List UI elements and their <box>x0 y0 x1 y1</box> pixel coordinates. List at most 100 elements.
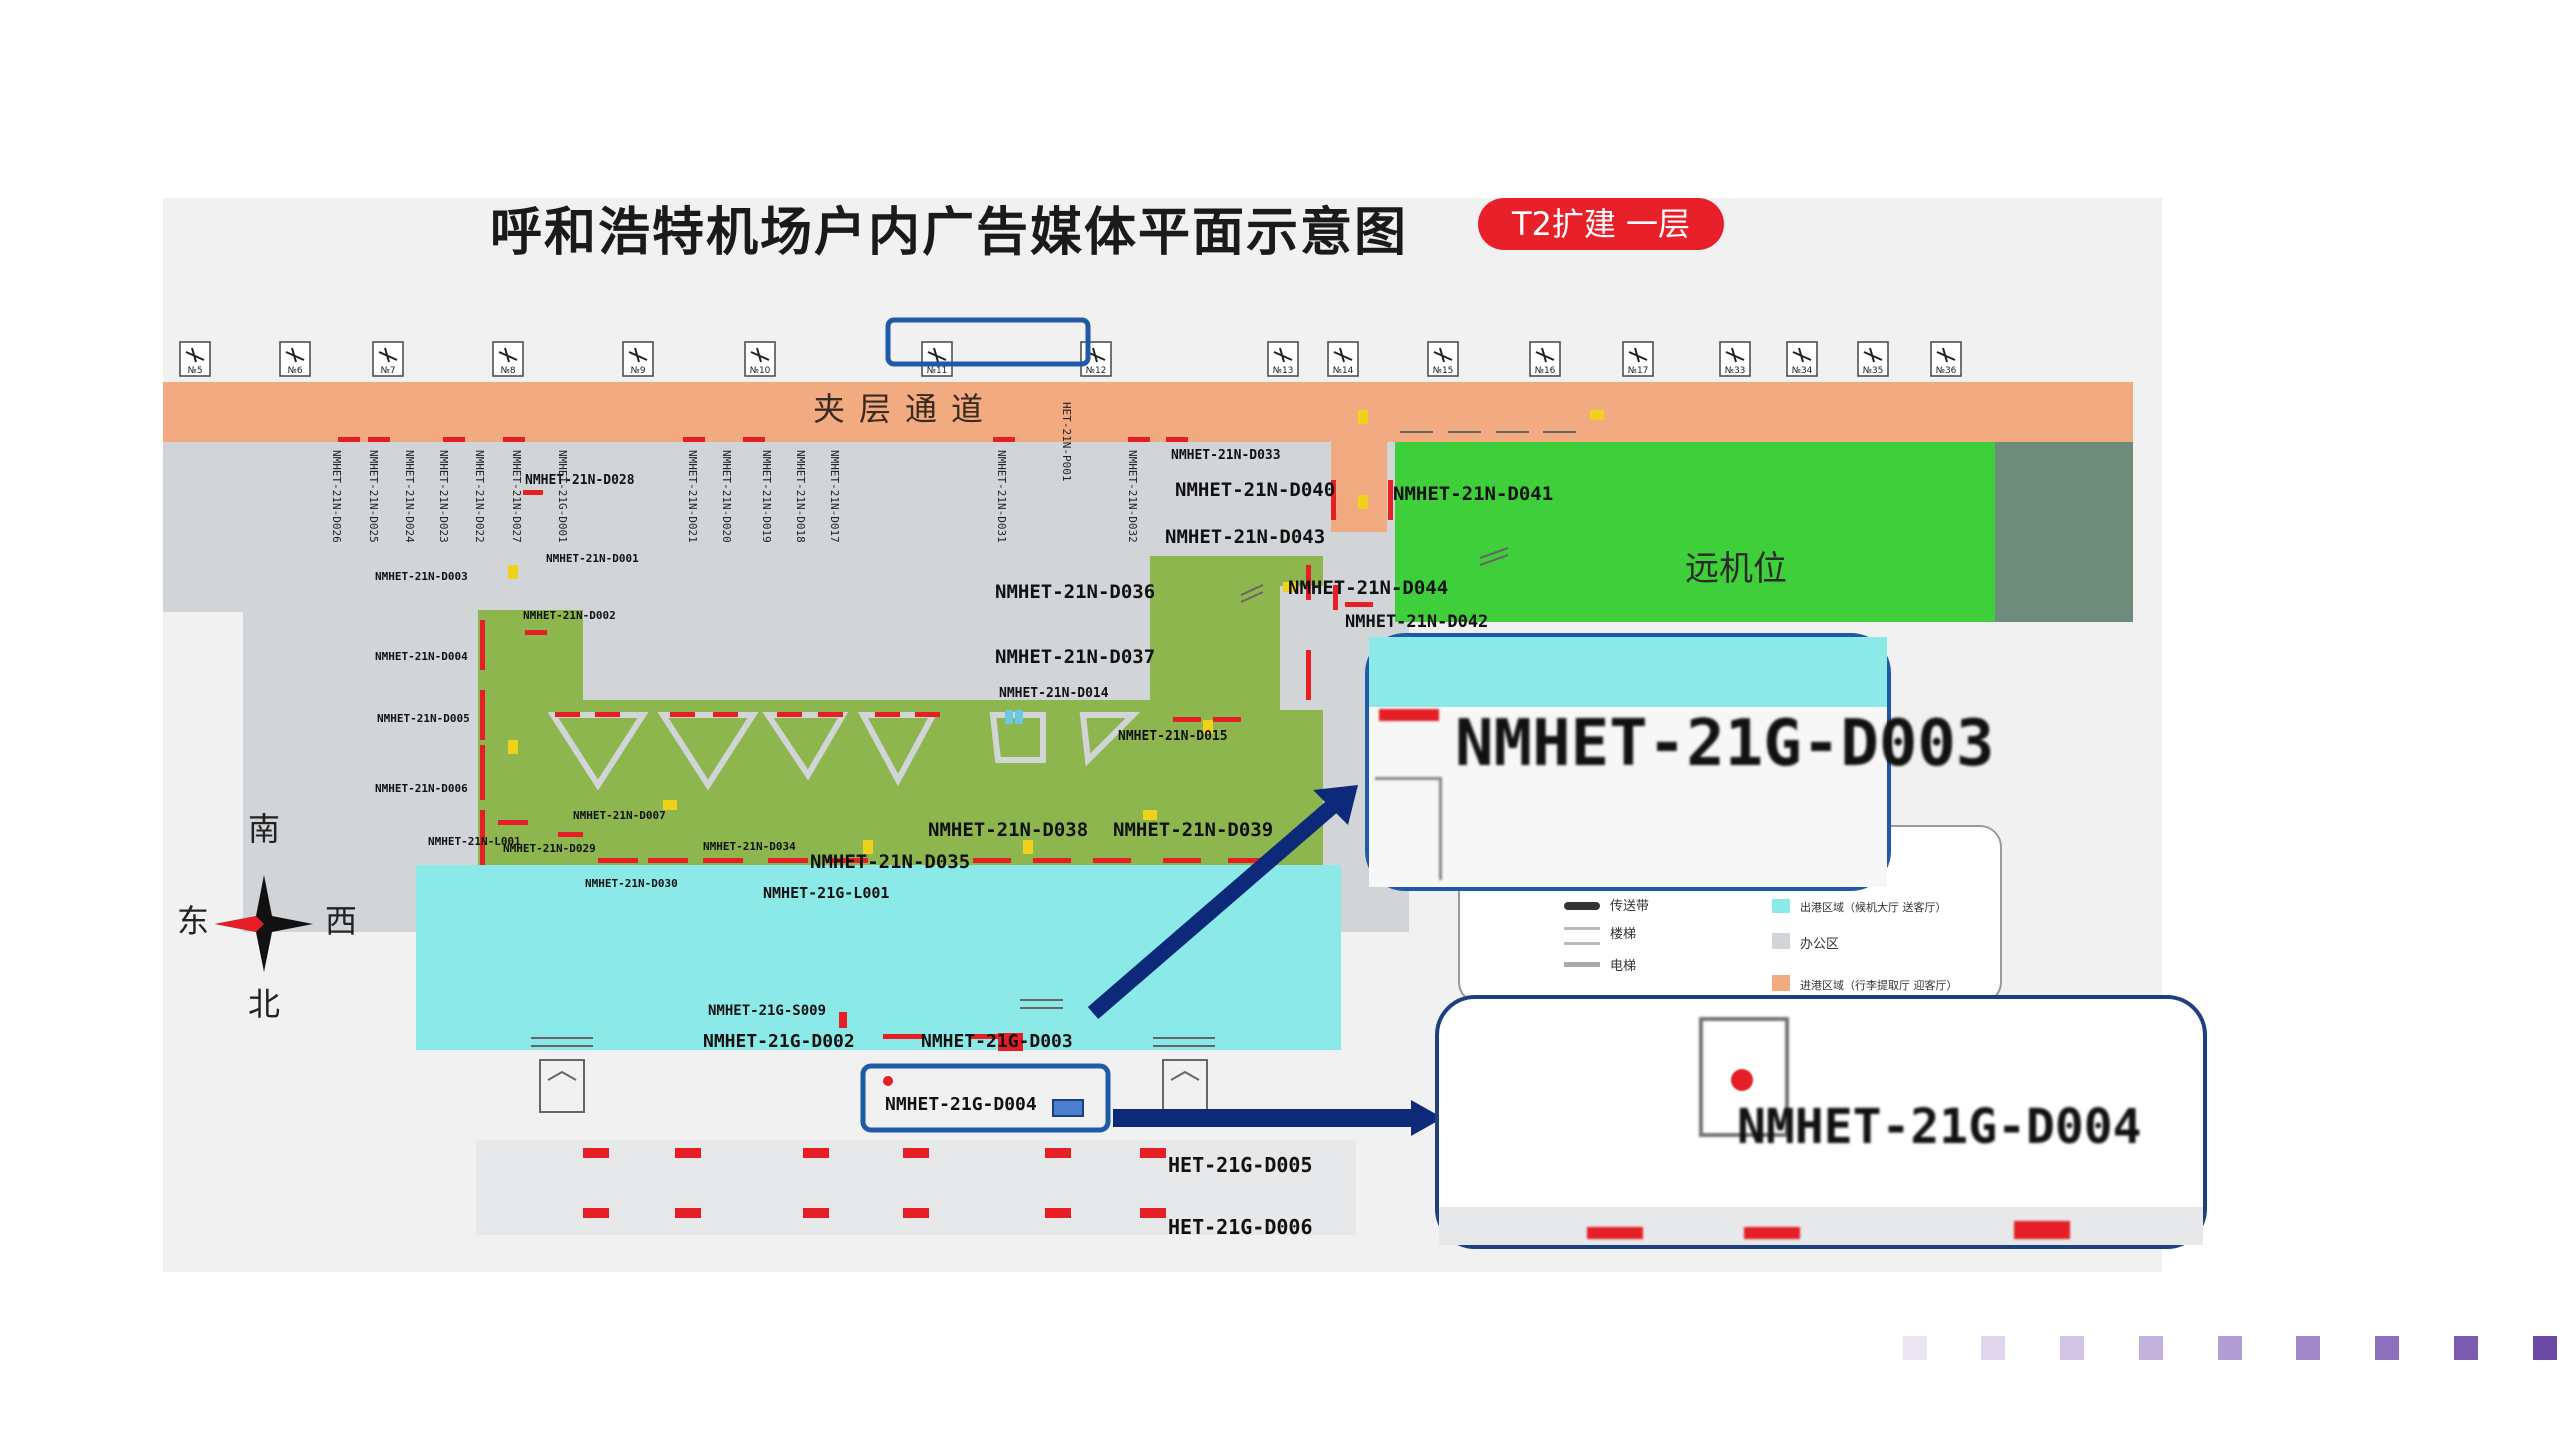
label-g003: NMHET-21G-D003 <box>921 1031 1073 1052</box>
gate-label: №35 <box>1863 366 1884 376</box>
remote-stand-label: 远机位 <box>1685 549 1787 589</box>
label-d033: NMHET-21N-D033 <box>1171 448 1281 463</box>
mezzanine-corridor <box>163 382 2133 442</box>
gate-label: №9 <box>630 366 645 376</box>
gate-label: №36 <box>1936 366 1957 376</box>
gate-label: №13 <box>1273 366 1294 376</box>
legend-conveyor: 传送带 <box>1610 899 1650 914</box>
vertical-label: NMHET-21N-D031 <box>995 450 1008 543</box>
departure-swatch <box>1772 899 1790 913</box>
gate-label: №6 <box>287 366 302 376</box>
zoom-elevator-icon-2 <box>1699 1017 1789 1137</box>
vertical-label: NMHET-21N-D027 <box>510 450 523 543</box>
label-d042: NMHET-21N-D042 <box>1345 612 1488 632</box>
gate-icon: №35 <box>1857 341 1889 377</box>
floor-badge: T2扩建 一层 <box>1478 198 1724 250</box>
gate-icon: №33 <box>1719 341 1751 377</box>
label-d004n: NMHET-21N-D004 <box>375 650 468 663</box>
gate-icon: №6 <box>279 341 311 377</box>
stairs-icon <box>1564 927 1600 945</box>
gate-icon: №14 <box>1327 341 1359 377</box>
arrival-swatch <box>1772 975 1790 991</box>
gate-icon: №16 <box>1529 341 1561 377</box>
office-swatch <box>1772 933 1790 949</box>
gate-label: №14 <box>1333 366 1354 376</box>
label-d039: NMHET-21N-D039 <box>1113 819 1273 841</box>
gate-label: №8 <box>500 366 515 376</box>
gate-label: №33 <box>1725 366 1746 376</box>
label-d044: NMHET-21N-D044 <box>1288 577 1448 599</box>
compass-west: 西 <box>325 902 357 940</box>
compass: 南 东 西 北 <box>177 810 357 1023</box>
vertical-label: NMHET-21N-D024 <box>403 450 416 543</box>
label-d029: NMHET-21N-D029 <box>503 842 596 855</box>
label-d028: NMHET-21N-D028 <box>525 473 635 488</box>
zoom-callout-g004: NMHET-21G-D004 <box>1435 995 2207 1249</box>
label-d005n: NMHET-21N-D005 <box>377 712 470 725</box>
label-d015: NMHET-21N-D015 <box>1118 729 1228 744</box>
vertical-label: NMHET-21N-D026 <box>330 450 343 543</box>
gate-icon: №10 <box>744 341 776 377</box>
gate-icon: №7 <box>372 341 404 377</box>
gate-icon: №9 <box>622 341 654 377</box>
label-l001n: NMHET-21N-L001 <box>428 835 521 848</box>
label-d037: NMHET-21N-D037 <box>995 646 1155 668</box>
gate-icon: №5 <box>179 341 211 377</box>
gate-label: №17 <box>1628 366 1649 376</box>
legend-stairs: 楼梯 <box>1610 927 1637 942</box>
zoom-label-g003: NMHET-21G-D003 <box>1455 707 1995 781</box>
zoom-label-g004: NMHET-21G-D004 <box>1737 1099 2142 1155</box>
cyan-zone <box>416 865 1341 1050</box>
gate-icon: №34 <box>1786 341 1818 377</box>
elevator-icon <box>1564 962 1600 967</box>
label-d002: NMHET-21N-D002 <box>523 609 616 622</box>
vertical-label-group: NMHET-21N-D026 NMHET-21N-D025 NMHET-21N-D0… <box>330 450 1139 543</box>
highlight-g004 <box>860 1063 1111 1133</box>
compass-south: 南 <box>248 810 280 848</box>
vertical-label: NMHET-21N-D025 <box>367 450 380 543</box>
legend-departure: 出港区域（候机大厅 送客厅） <box>1800 901 1947 914</box>
arrow-to-zoom-1-icon <box>1087 790 1349 1020</box>
zoom-elevator-icon <box>1375 777 1442 880</box>
label-g005: HET-21G-D005 <box>1168 1153 1313 1177</box>
label-d036: NMHET-21N-D036 <box>995 581 1155 603</box>
vertical-label: NMHET-21N-D022 <box>473 450 486 543</box>
label-g004: NMHET-21G-D004 <box>885 1094 1037 1115</box>
label-s009: NMHET-21G-S009 <box>708 1003 826 1019</box>
gate-icon: №11 <box>921 341 953 377</box>
label-d003n: NMHET-21N-D003 <box>375 570 468 583</box>
label-g002: NMHET-21G-D002 <box>703 1031 855 1052</box>
label-d040: NMHET-21N-D040 <box>1175 479 1335 501</box>
vertical-label: NMHET-21N-D032 <box>1126 450 1139 543</box>
gate-label: №7 <box>380 366 395 376</box>
highlight-g003 <box>885 317 1091 367</box>
zoom-callout-g003: NMHET-21G-D003 <box>1365 633 1994 891</box>
gate-icon: №8 <box>492 341 524 377</box>
gate-label: №16 <box>1535 366 1556 376</box>
floor-plan-map: №5 №6 №7 №8 №9 №10 №11 №12 №13 №14 №15 №16 №17 №33 №34… <box>163 317 2133 1239</box>
gate-row: №5 №6 №7 №8 №9 №10 №11 №12 №13 №14 №15 №16 №17 №33 №34… <box>179 341 1962 377</box>
corridor-label: 夹层通道 <box>813 390 997 428</box>
label-d007: NMHET-21N-D007 <box>573 809 666 822</box>
gate-icon: №15 <box>1427 341 1459 377</box>
gate-label: №34 <box>1792 366 1813 376</box>
label-d030: NMHET-21N-D030 <box>585 877 678 890</box>
vertical-label: NMHET-21N-D021 <box>686 450 699 543</box>
legend-office: 办公区 <box>1800 937 1840 952</box>
vertical-label: NMHET-21N-D023 <box>437 450 450 543</box>
label-l001g: NMHET-21G-L001 <box>763 884 889 902</box>
legend-elevator: 电梯 <box>1610 959 1637 974</box>
label-d038: NMHET-21N-D038 <box>928 819 1088 841</box>
gate-label: №10 <box>750 366 771 376</box>
compass-star-icon <box>215 875 313 972</box>
gate-icon: №13 <box>1267 341 1299 377</box>
vertical-label: NMHET-21G-D001 <box>556 450 569 543</box>
label-d035: NMHET-21N-D035 <box>810 851 970 873</box>
gate-label: №5 <box>187 366 202 376</box>
gate-icon: №36 <box>1930 341 1962 377</box>
compass-north: 北 <box>248 985 280 1023</box>
vertical-label: NMHET-21N-D019 <box>760 450 773 543</box>
label-d034: NMHET-21N-D034 <box>703 840 796 853</box>
gate-label: №15 <box>1433 366 1454 376</box>
gate-label: №12 <box>1086 366 1107 376</box>
